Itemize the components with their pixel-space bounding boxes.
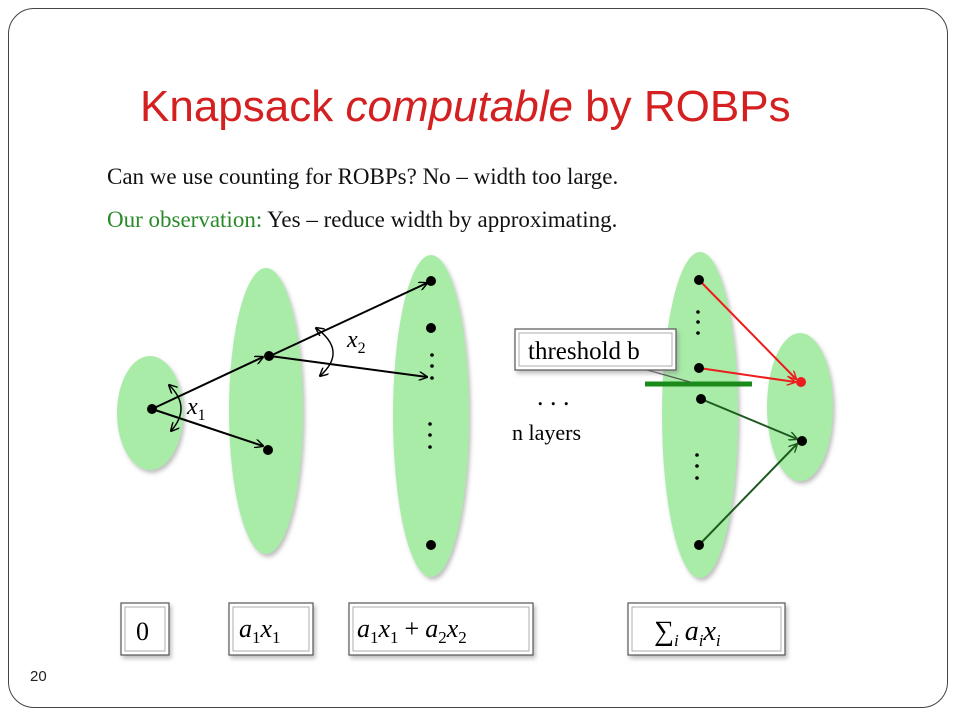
node-ln1-bottom	[694, 540, 704, 550]
angle-arc-x1	[169, 385, 182, 431]
node-l2-top	[426, 276, 436, 286]
node-ln1-mid	[694, 363, 704, 373]
nodes	[147, 275, 807, 550]
node-l0	[147, 404, 157, 414]
edge-label-x2: x2	[346, 327, 366, 357]
layer-1	[229, 268, 303, 554]
node-ln1-lower	[696, 394, 706, 404]
threshold-box	[514, 328, 677, 371]
svg-text:a1x1+a2x2: a1x1+a2x2	[357, 614, 467, 647]
edge-l1-l2-top	[269, 283, 427, 357]
observation-label: Our observation:	[107, 207, 263, 232]
sum-box-1: a1x1	[228, 602, 314, 656]
edge-green-bottom	[698, 444, 797, 546]
n-layers-label: n layers	[512, 420, 581, 445]
edge-l1-l2-mid	[269, 355, 427, 377]
bullet-line-1: Can we use counting for ROBPs? No – widt…	[107, 164, 619, 189]
page-number: 20	[30, 668, 47, 685]
layer-2	[393, 255, 469, 577]
title-italic: computable	[345, 82, 573, 131]
svg-text:0: 0	[136, 617, 149, 646]
node-ln1-top	[694, 275, 704, 285]
edge-red-top	[698, 279, 796, 379]
node-l1-top	[264, 351, 274, 361]
middle-ellipsis: . . .	[537, 382, 570, 411]
edge-red-mid	[698, 367, 795, 382]
node-l1-bottom	[263, 445, 273, 455]
observation-text: Yes – reduce width by approximating.	[262, 207, 618, 232]
svg-text:a1x1: a1x1	[239, 614, 281, 647]
node-l2-second	[426, 323, 436, 333]
node-ln-green	[797, 436, 807, 446]
threshold-label: threshold b	[528, 338, 640, 365]
title-part1: Knapsack	[140, 82, 346, 131]
edge-label-x1: x1	[186, 394, 206, 424]
sum-box-0: 0	[120, 602, 170, 656]
layer-n-minus-1	[662, 252, 738, 578]
slide-title: Knapsack computable by ROBPs	[140, 82, 880, 132]
vertical-ellipsis	[428, 310, 700, 480]
layer-n	[767, 333, 833, 481]
node-l2-bottom	[426, 540, 436, 550]
edge-green-mid	[700, 398, 797, 439]
bullet-line-2: Our observation: Yes – reduce width by a…	[107, 207, 617, 233]
sum-box-2: a1x1+a2x2	[348, 602, 534, 656]
title-part2: by ROBPs	[572, 82, 791, 131]
node-ln-red	[796, 377, 806, 387]
angle-arc-x2	[316, 328, 334, 376]
